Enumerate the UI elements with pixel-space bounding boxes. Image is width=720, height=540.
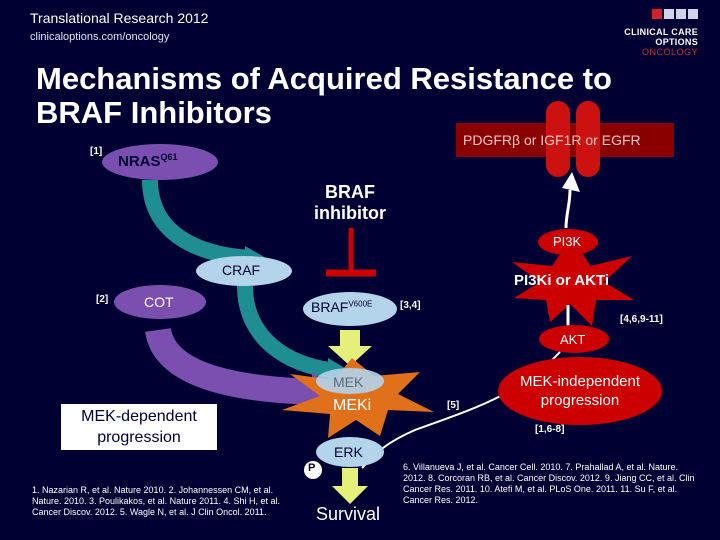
logo-square-icon <box>676 9 686 19</box>
pi3k-label: PI3K <box>553 234 582 249</box>
braf-ellipse <box>303 292 397 326</box>
mek-independent-label: MEK-independent progression <box>519 373 641 409</box>
pi3k-ellipse <box>538 229 598 255</box>
logo-square-icon <box>688 9 698 19</box>
mek-ellipse <box>316 368 384 394</box>
ref-5: [5] <box>447 400 460 411</box>
event-title: Translational Research 2012 <box>30 10 209 26</box>
site-url[interactable]: clinicaloptions.com/oncology <box>30 31 170 43</box>
craf-ellipse <box>196 256 292 286</box>
yellow-arrow-erk-survival <box>332 468 368 504</box>
survival-label: Survival <box>316 504 381 524</box>
phospho-circle <box>304 461 322 479</box>
teal-arrow-craf-mek <box>237 285 332 378</box>
logo-text-sub: ONCOLOGY <box>641 47 698 57</box>
logo-text-main: CLINICAL CARE OPTIONS <box>624 27 698 47</box>
nras-ellipse <box>102 144 218 180</box>
receptor-left <box>546 101 570 177</box>
craf-label: CRAF <box>222 262 261 278</box>
purple-arrow-cot-mek <box>145 326 316 405</box>
mek-dependent-box: MEK-dependent progression <box>61 404 217 450</box>
mek-label: MEK <box>333 374 364 390</box>
cot-ellipse <box>114 285 206 319</box>
mek-independent-ellipse <box>498 357 662 425</box>
logo-square-icon <box>652 9 662 19</box>
nras-label: NRASQ61 <box>118 152 178 170</box>
braf-inhibitor-label: BRAF inhibitor <box>314 182 386 223</box>
white-arrowhead-up <box>562 172 580 192</box>
akt-label: AKT <box>560 332 586 347</box>
cot-label: COT <box>144 294 174 310</box>
receptor-label: PDGFRβ or IGF1R or EGFR <box>463 132 641 148</box>
receptor-pi3k-line <box>564 189 572 229</box>
yellow-arrow-braf-mek <box>328 330 372 366</box>
ref-4-6-9-11: [4,6,9-11] <box>620 314 663 325</box>
mek-dependent-label: MEK-dependent progression <box>81 408 197 446</box>
logo-square-icon <box>664 9 674 19</box>
footnote-right: 6. Villanueva J, et al. Cancer Cell. 201… <box>403 462 695 505</box>
pi3ki-akti-label: PI3Ki or AKTi <box>514 272 610 289</box>
cco-logo: CLINICAL CARE OPTIONS ONCOLOGY <box>598 6 698 57</box>
braf-v600e-label: BRAFV600E <box>311 299 373 315</box>
meki-label: MEKi <box>333 397 372 414</box>
ref-2: [2] <box>96 294 109 305</box>
erk-label: ERK <box>334 444 363 460</box>
pi3ki-akti-star <box>512 236 634 326</box>
ref-1-6-8: [1,6-8] <box>535 424 565 435</box>
erk-ellipse <box>316 437 384 467</box>
teal-arrow-nras-craf <box>142 179 251 266</box>
receptor-right <box>576 101 600 177</box>
ref-1: [1] <box>90 146 103 157</box>
meki-star <box>282 358 434 438</box>
akt-ellipse <box>539 325 609 353</box>
phospho-label: P <box>308 462 316 474</box>
ref-3-4: [3,4] <box>400 300 421 311</box>
footnote-left: 1. Nazarian R, et al. Nature 2010. 2. Jo… <box>32 485 280 517</box>
slide-title: Mechanisms of Acquired Resistance to BRA… <box>36 61 612 130</box>
